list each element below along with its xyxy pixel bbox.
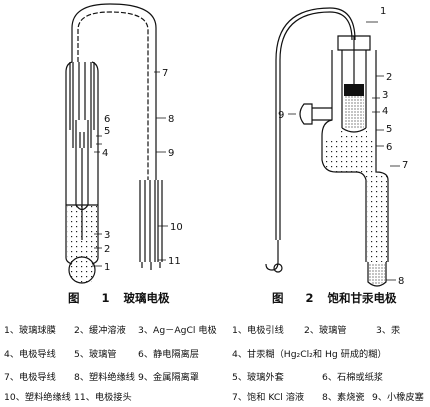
figure2-legend: 1、电极引线 2、玻璃管 3、汞 4、甘汞糊（Hg₂Cl₂和 Hg 研成的糊） … bbox=[232, 324, 424, 403]
lead-wire bbox=[279, 11, 353, 240]
legend-item: 11、电极接头 bbox=[74, 391, 132, 403]
legend-item: 10、塑料绝缘线 bbox=[4, 391, 71, 403]
rubber-stopper bbox=[299, 103, 313, 125]
legend-item: 1、电极引线 bbox=[232, 324, 284, 336]
buffer-solution bbox=[67, 205, 97, 286]
legend-item: 6、静电隔离层 bbox=[138, 348, 199, 360]
legend-item: 7、电极导线 bbox=[4, 371, 56, 383]
callout-5: 5 bbox=[386, 124, 392, 135]
callout-6: 6 bbox=[386, 142, 392, 153]
legend-item: 1、玻璃球膜 bbox=[4, 324, 56, 336]
cable-arch-outer bbox=[71, 3, 157, 180]
callout-7: 7 bbox=[402, 160, 408, 171]
callout-1: 1 bbox=[380, 6, 386, 17]
ceramic-fill bbox=[369, 264, 385, 285]
legend-item: 7、饱和 KCl 溶液 bbox=[232, 391, 304, 403]
callout-2: 2 bbox=[386, 72, 392, 83]
legend-item: 8、塑料绝缘线 bbox=[74, 371, 135, 383]
side-arm bbox=[312, 107, 332, 121]
legend-item: 5、玻璃管 bbox=[74, 348, 117, 360]
callout-11: 11 bbox=[168, 256, 181, 267]
legend-item: 6、石棉或纸浆 bbox=[322, 371, 383, 383]
callout-4: 4 bbox=[102, 148, 108, 159]
callout-8: 8 bbox=[398, 276, 404, 287]
callout-5: 5 bbox=[104, 126, 110, 137]
legend-item: 3、Ag－AgCl 电极 bbox=[138, 324, 217, 336]
callout-2: 2 bbox=[104, 244, 110, 255]
ceramic-tip bbox=[367, 262, 387, 287]
glass-tube-outline bbox=[65, 72, 99, 258]
outer-jacket bbox=[321, 50, 389, 200]
inner-glass-tube bbox=[341, 50, 367, 128]
calomel-paste bbox=[344, 96, 364, 128]
lead-hook bbox=[265, 240, 279, 271]
cable-arch-inner bbox=[77, 11, 149, 180]
callout-3: 3 bbox=[382, 90, 388, 101]
legend-item: 4、电极导线 bbox=[4, 348, 56, 360]
legend-item: 5、玻璃外套 bbox=[232, 371, 284, 383]
electrode-connector bbox=[141, 262, 161, 270]
legend-item: 2、缓冲溶液 bbox=[74, 324, 126, 336]
kcl-solution bbox=[323, 130, 388, 262]
glass-electrode-callouts: 1 2 3 4 5 6 7 8 9 10 11 bbox=[102, 68, 183, 273]
callout-10: 10 bbox=[170, 222, 183, 233]
figure1-legend: 1、玻璃球膜 2、缓冲溶液 3、Ag－AgCl 电极 4、电极导线 5、玻璃管 … bbox=[4, 324, 217, 403]
legend-item: 2、玻璃管 bbox=[304, 324, 347, 336]
legend-item: 9、小橡皮塞 bbox=[372, 391, 424, 403]
mercury bbox=[344, 84, 364, 96]
callout-7: 7 bbox=[162, 68, 168, 79]
legend-item: 9、金属隔离罩 bbox=[138, 371, 199, 383]
legend-item: 3、汞 bbox=[376, 325, 400, 336]
callout-6: 6 bbox=[104, 114, 110, 125]
legend-item: 8、素烧瓷 bbox=[322, 391, 365, 403]
calomel-electrode-drawing bbox=[265, 7, 400, 287]
callout-3: 3 bbox=[104, 230, 110, 241]
legend-item: 4、甘汞糊（Hg₂Cl₂和 Hg 研成的糊） bbox=[232, 348, 387, 360]
figure2-caption: 图 2 饱和甘汞电极 bbox=[272, 291, 397, 305]
callout-4: 4 bbox=[382, 106, 388, 117]
callout-9: 9 bbox=[168, 148, 174, 159]
calomel-electrode-callouts: 1 2 3 4 5 6 7 8 9 bbox=[278, 6, 408, 287]
callout-8: 8 bbox=[168, 114, 174, 125]
figure1-caption: 图 1 玻璃电极 bbox=[68, 291, 170, 305]
callout-9: 9 bbox=[278, 110, 284, 121]
callout-1: 1 bbox=[104, 262, 110, 273]
